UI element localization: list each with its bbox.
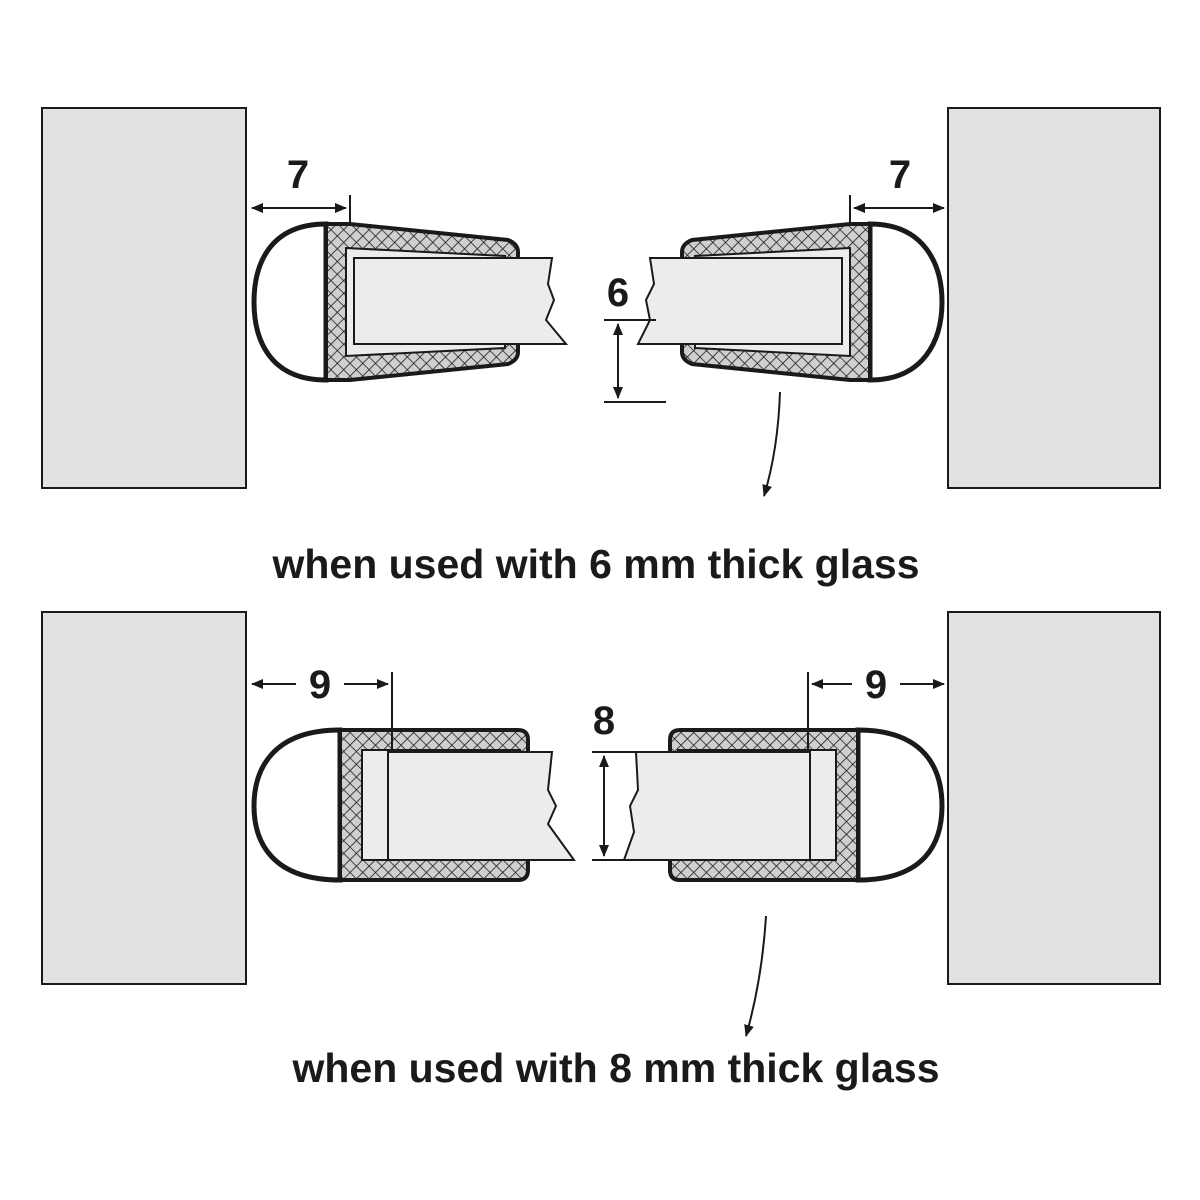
caption-6mm: when used with 6 mm thick glass xyxy=(271,541,919,587)
glass-pane-left xyxy=(353,257,569,345)
glass-pane-right xyxy=(622,751,811,861)
glass-thickness-label-6mm: 6 xyxy=(607,271,629,315)
glass-thickness-label-8mm: 8 xyxy=(593,699,615,743)
thickness-dimension-8mm: 8 xyxy=(592,699,664,861)
thickness-dimension-6mm: 6 xyxy=(604,271,666,403)
glass-pane-right xyxy=(636,257,843,345)
wall-left xyxy=(41,107,247,489)
gap-dimension-right: 7 xyxy=(853,153,945,213)
gap-label-right-8mm: 9 xyxy=(865,663,887,707)
wall-right xyxy=(947,107,1161,489)
wall-right xyxy=(947,611,1161,985)
gap-dimension-left: 9 xyxy=(251,663,389,707)
caption-8mm: when used with 8 mm thick glass xyxy=(291,1045,939,1091)
gap-label-right-6mm: 7 xyxy=(889,153,911,197)
leader-arrow-6mm xyxy=(762,391,781,497)
leader-arrow-8mm xyxy=(744,915,767,1037)
glass-pane-left xyxy=(387,751,576,861)
gap-label-left-6mm: 7 xyxy=(287,153,309,197)
wall-left xyxy=(41,611,247,985)
gap-dimension-right: 9 xyxy=(811,663,945,707)
gap-dimension-left: 7 xyxy=(251,153,347,213)
diagram-8mm: 9 9 8 when used with 8 mm thick glass xyxy=(41,611,1161,1091)
diagram-6mm: 7 7 6 when used with 6 mm thick glass xyxy=(41,107,1161,587)
gap-label-left-8mm: 9 xyxy=(309,663,331,707)
